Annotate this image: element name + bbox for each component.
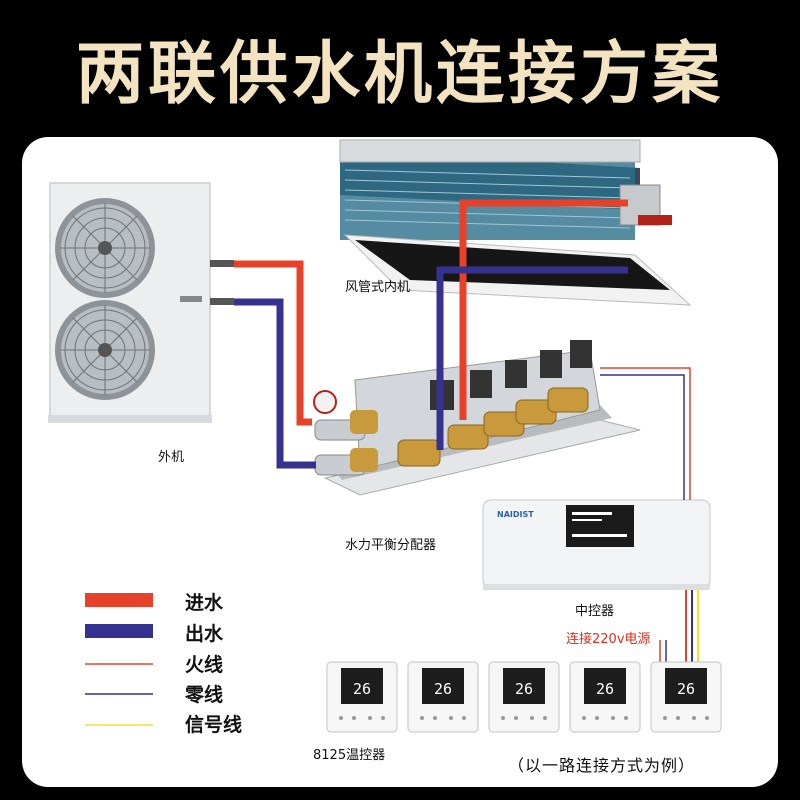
thermostat-label: 8125温控器 (313, 748, 386, 763)
example-note: （以一路连接方式为例） (508, 756, 696, 775)
legend-label-signal: 信号线 (185, 714, 243, 736)
thermostat-5: 26 (650, 661, 722, 733)
thermostat-wiring (659, 590, 699, 668)
controller-brand: NAIDIST (497, 510, 534, 519)
legend-label-neutral: 零线 (185, 684, 224, 706)
legend-label-live: 火线 (185, 654, 224, 676)
manifold-label: 水力平衡分配器 (345, 538, 437, 553)
manifold-valves (313, 340, 592, 476)
outdoor-unit (48, 182, 234, 423)
page-title: 两联供水机连接方案 (75, 35, 724, 114)
manifold (313, 340, 641, 496)
controller-label: 中控器 (575, 604, 615, 619)
pipes (234, 199, 628, 469)
thermostats: 26 26 26 26 26 (326, 661, 722, 733)
duct-unit-label: 风管式内机 (345, 280, 411, 295)
thermostat-3: 26 (488, 661, 560, 733)
legend-swatch-inlet (85, 593, 153, 607)
legend-label-inlet: 进水 (185, 592, 224, 614)
thermostat-4: 26 (569, 661, 641, 733)
central-controller (482, 499, 711, 590)
thermostat-temp: 26 (434, 680, 452, 698)
thermostat-temp: 26 (596, 680, 614, 698)
outdoor-fan-top (55, 198, 155, 298)
thermostat-temp: 26 (515, 680, 533, 698)
thermostat-temp: 26 (353, 680, 371, 698)
thermostat-1: 26 (326, 661, 398, 733)
outdoor-unit-label: 外机 (158, 450, 185, 465)
legend (85, 593, 153, 726)
legend-swatch-outlet (85, 624, 153, 638)
outdoor-fan-bottom (55, 300, 155, 400)
legend-label-outlet: 出水 (185, 623, 224, 645)
thermostat-2: 26 (407, 661, 479, 733)
power-note: 连接220v电源 (566, 632, 651, 647)
thermostat-temp: 26 (677, 680, 695, 698)
controller-manifold-wiring (600, 367, 691, 500)
